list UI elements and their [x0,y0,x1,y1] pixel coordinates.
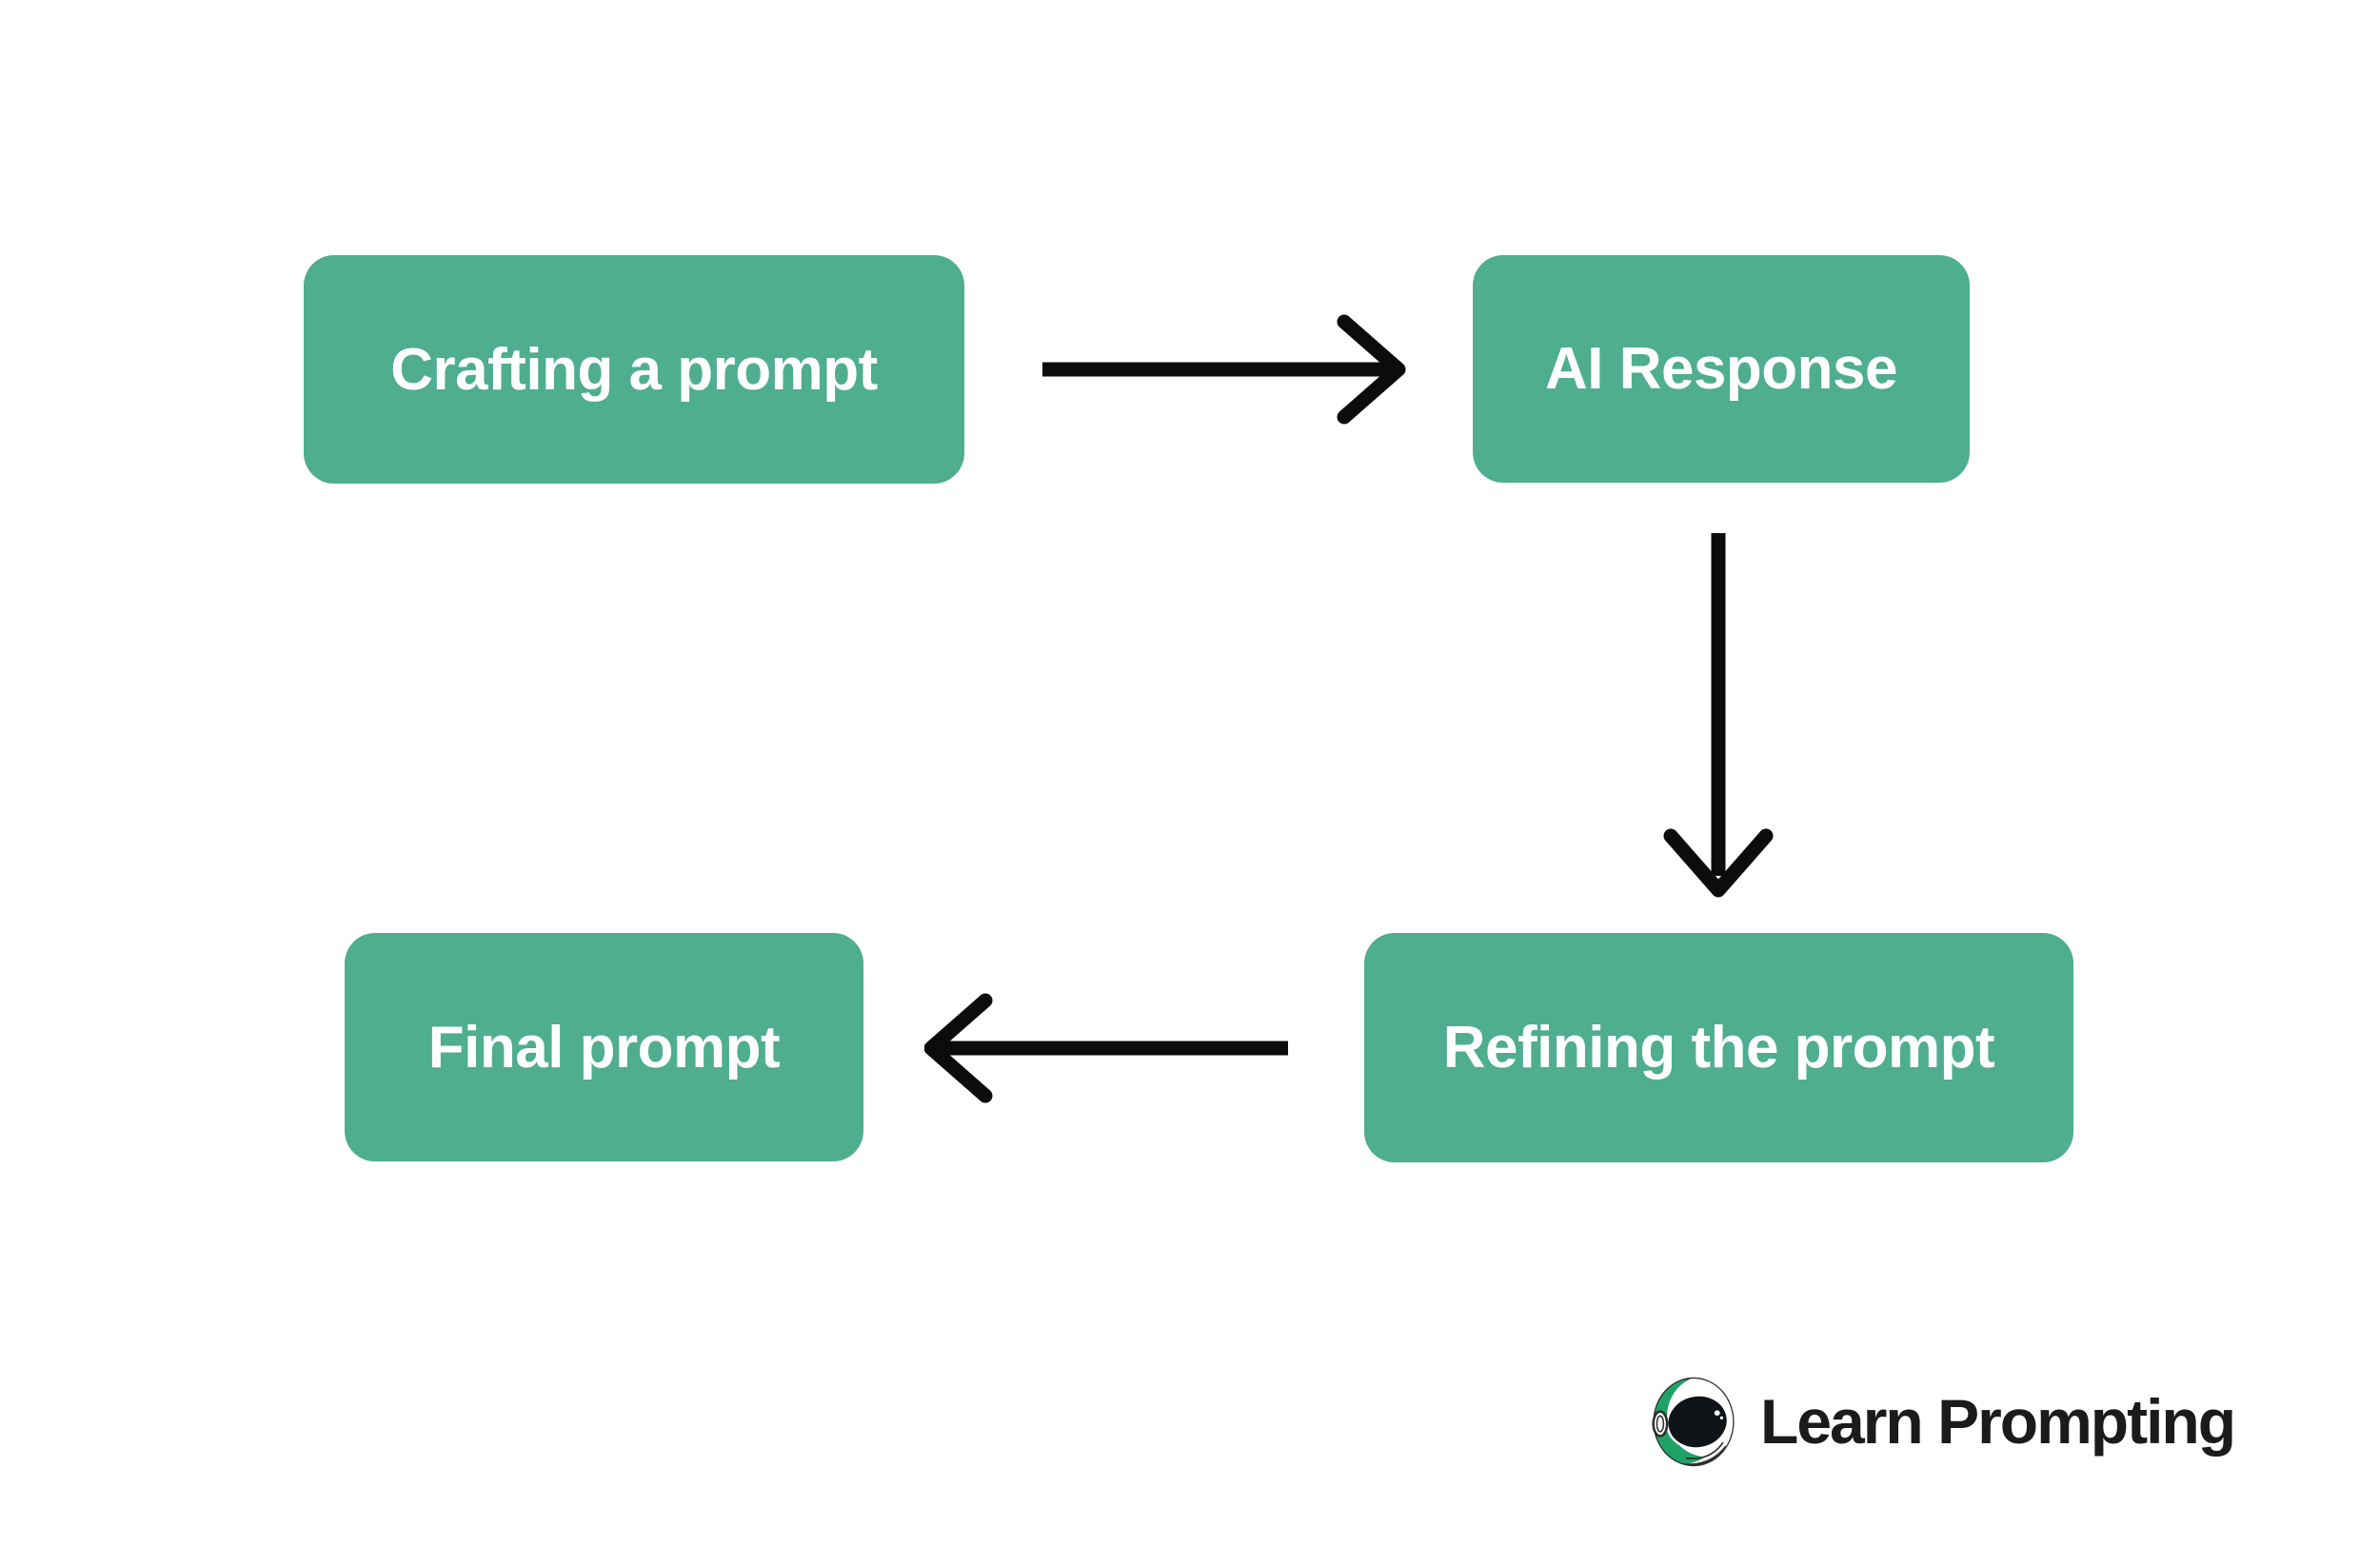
node-final-prompt: Final prompt [345,933,863,1161]
brand-name: Learn Prompting [1760,1386,2236,1457]
node-refining-the-prompt: Refining the prompt [1364,933,2073,1162]
node-label: Final prompt [427,1014,781,1081]
arrow-left-icon [924,993,1288,1103]
node-label: Crafting a prompt [390,336,878,403]
learn-prompting-logo: Learn Prompting [1652,1374,2236,1469]
arrow-down-icon [1663,533,1774,898]
arrow-right-icon [1042,314,1406,425]
astronaut-helmet-icon [1652,1377,1735,1466]
node-ai-response: AI Response [1473,255,1970,483]
node-label: AI Response [1544,336,1898,402]
node-label: Refining the prompt [1442,1015,1995,1081]
node-crafting-a-prompt: Crafting a prompt [304,255,964,484]
